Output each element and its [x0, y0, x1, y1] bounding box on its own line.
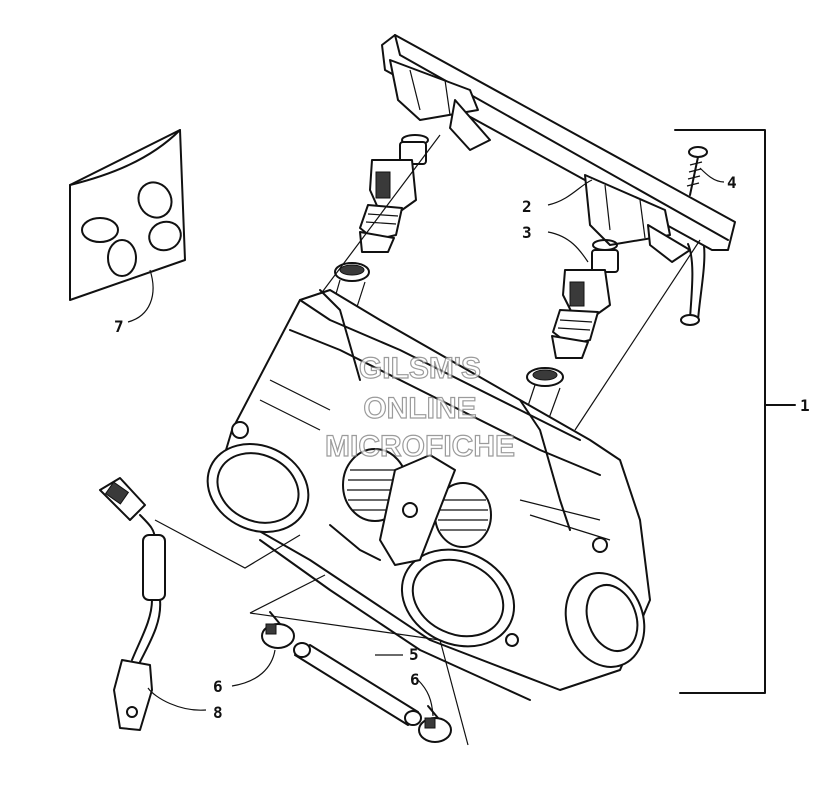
hose-clamp-right: [418, 705, 452, 743]
callout-6-left: 6: [213, 677, 223, 696]
hose-clamp-left: [261, 611, 295, 649]
throttle-position-sensor: [99, 477, 166, 731]
callout-2: 2: [522, 197, 532, 216]
watermark-line-2: ONLINE: [363, 392, 476, 425]
leader-lines: [127, 129, 796, 746]
callout-8: 8: [213, 703, 223, 722]
callout-6-right: 6: [410, 670, 420, 689]
hose: [293, 642, 422, 726]
throttle-body-assembly: [206, 289, 651, 701]
callout-7: 7: [114, 317, 124, 336]
callout-5: 5: [409, 645, 419, 664]
o-ring-kit: [69, 129, 186, 301]
callout-labels: 1 2 3 4 5 6 6 7 8: [114, 173, 810, 722]
watermark: GILSM'S ONLINE MICROFICHE: [324, 351, 515, 463]
throttle-linkage: [329, 448, 492, 566]
fuel-injector-right: [526, 239, 619, 387]
watermark-line-1: GILSM'S: [359, 352, 481, 385]
callout-3: 3: [522, 223, 532, 242]
screw: [686, 146, 708, 196]
fuel-injector-left: [334, 134, 429, 282]
watermark-line-3: MICROFICHE: [325, 430, 515, 463]
fuel-rail: [381, 34, 736, 326]
callout-1: 1: [800, 396, 810, 415]
callout-4: 4: [727, 173, 737, 192]
